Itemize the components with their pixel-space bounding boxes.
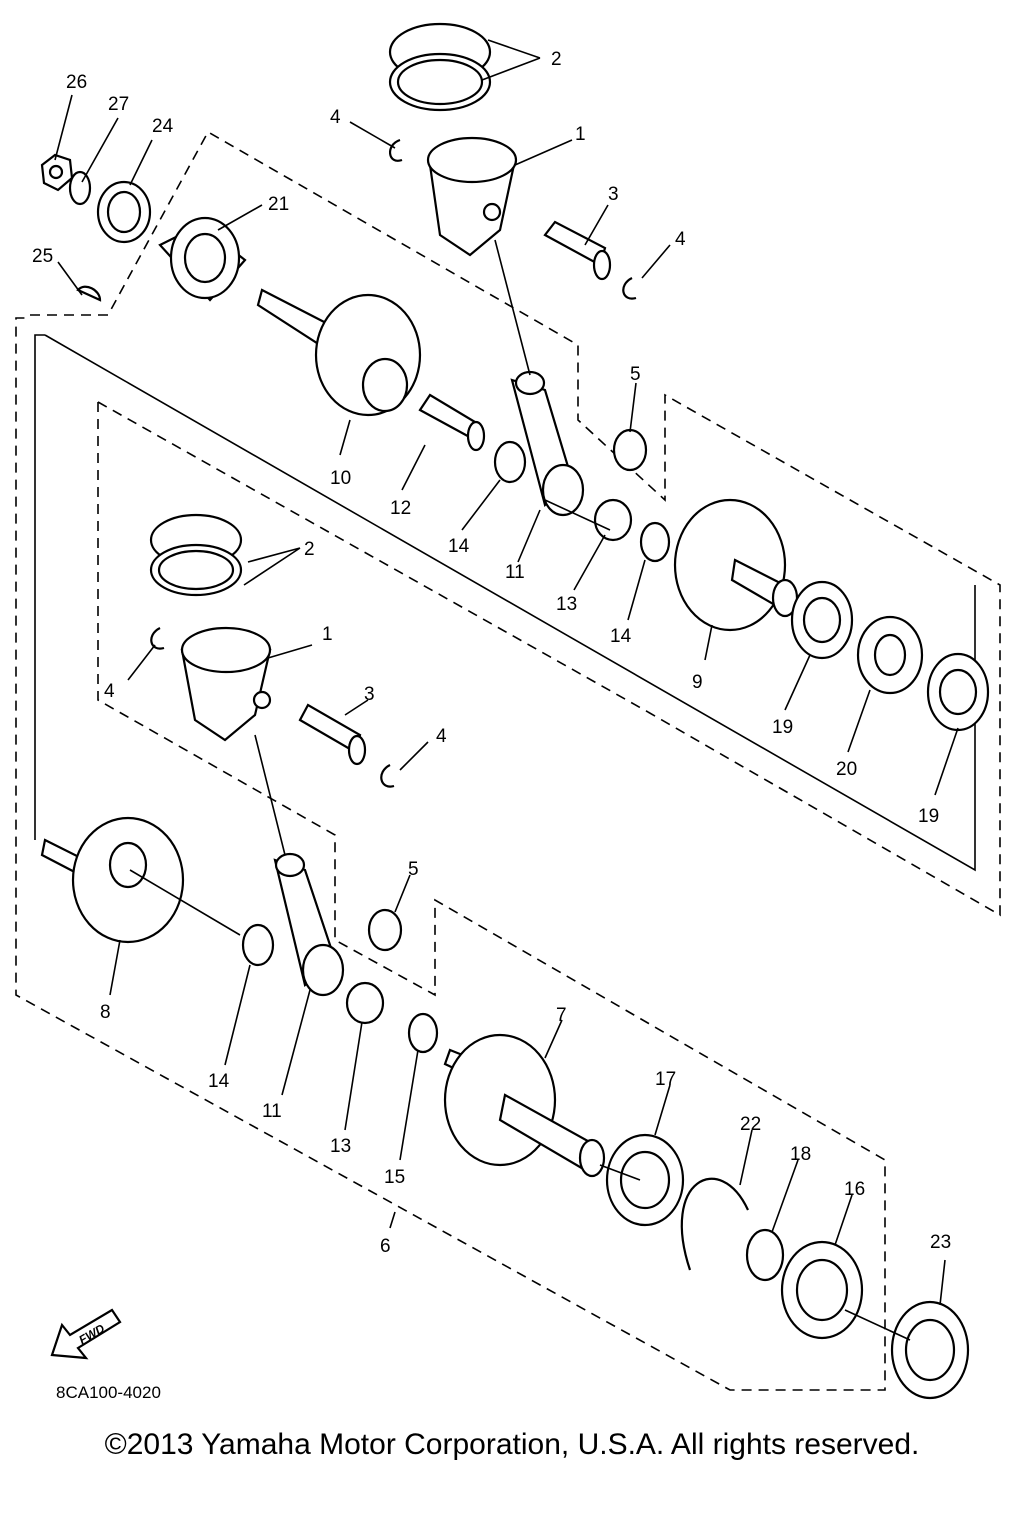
drawing-code: 8CA100-4020 <box>56 1383 161 1402</box>
callout-19-a: 19 <box>772 717 793 738</box>
big-end-bearing-upper <box>593 498 633 542</box>
callout-8: 8 <box>100 1002 111 1023</box>
callout-3-upper: 3 <box>608 184 619 205</box>
callout-16: 16 <box>844 1179 865 1200</box>
bearing-right-a <box>790 580 854 660</box>
lower-circlip-left <box>150 627 165 650</box>
upper-piston <box>426 136 518 257</box>
callout-1-lower: 1 <box>322 624 333 645</box>
bearing-upper-left <box>158 216 247 302</box>
callout-14-upper-b: 14 <box>610 626 632 647</box>
lock-washer <box>68 170 92 206</box>
callout-26: 26 <box>66 72 87 93</box>
callout-14-upper-a: 14 <box>448 536 470 557</box>
lower-piston-assembly-outline <box>15 317 886 1391</box>
callout-27: 27 <box>108 94 129 115</box>
callout-9: 9 <box>692 672 703 693</box>
upper-piston-pin <box>543 220 612 281</box>
crank-web-right-upper <box>673 498 799 632</box>
crank-web-left-lower <box>40 816 185 944</box>
thrust-washer-lower <box>241 923 275 967</box>
crank-web-left-upper <box>256 288 422 417</box>
thrust-washer-upper-b <box>639 521 671 563</box>
crank-pin-upper <box>418 393 486 452</box>
lower-piston <box>180 626 272 742</box>
upper-circlip-left <box>389 138 403 162</box>
inner-crank-outline <box>97 401 649 713</box>
small-end-bearing-upper <box>612 428 648 472</box>
callout-5-lower: 5 <box>408 859 419 880</box>
callout-18: 18 <box>790 1144 811 1165</box>
small-end-bearing-lower <box>367 908 403 952</box>
callout-4-upper-left: 4 <box>330 107 341 128</box>
big-end-bearing-lower <box>345 981 385 1025</box>
callout-4-lower-left: 4 <box>104 681 115 702</box>
oil-seal-right <box>890 1300 970 1400</box>
bearing-right-b <box>926 652 990 732</box>
callout-2-lower: 2 <box>304 539 315 560</box>
callout-19-b: 19 <box>918 806 939 827</box>
callout-22: 22 <box>740 1114 761 1135</box>
callout-2-upper: 2 <box>551 49 562 70</box>
bearing-lower-b <box>780 1240 864 1340</box>
thrust-washer-upper-a <box>493 440 527 484</box>
labyrinth-seal <box>856 615 924 695</box>
callout-10: 10 <box>330 468 351 489</box>
crank-web-right-lower <box>443 1033 606 1178</box>
woodruff-key <box>76 285 102 302</box>
callout-17: 17 <box>655 1069 676 1090</box>
callout-3-lower: 3 <box>364 684 375 705</box>
callout-13-upper: 13 <box>556 594 577 615</box>
lower-piston-pin <box>298 703 367 766</box>
assembly-axis-lines <box>129 239 911 1341</box>
callout-1-upper: 1 <box>575 124 586 145</box>
callout-15: 15 <box>384 1167 405 1188</box>
callout-21: 21 <box>268 194 289 215</box>
snap-ring <box>680 1177 749 1271</box>
bearing-lower-a <box>605 1133 685 1227</box>
fwd-direction-arrow: FWD <box>50 1308 122 1360</box>
callout-4-upper-right: 4 <box>675 229 686 250</box>
callout-25: 25 <box>32 246 53 267</box>
crank-nut <box>40 153 74 192</box>
callout-20: 20 <box>836 759 857 780</box>
upper-piston-rings <box>388 22 492 112</box>
callout-13-lower: 13 <box>330 1136 351 1157</box>
connecting-rod-lower <box>273 852 345 997</box>
callout-24: 24 <box>152 116 174 137</box>
copyright-notice: ©2013 Yamaha Motor Corporation, U.S.A. A… <box>104 1428 920 1461</box>
callout-5-upper: 5 <box>630 364 641 385</box>
thrust-washer-lower-b <box>407 1012 439 1054</box>
upper-circlip-right <box>622 277 637 300</box>
shim <box>745 1228 785 1282</box>
callout-7: 7 <box>556 1005 567 1026</box>
callout-12: 12 <box>390 498 411 519</box>
callout-11-upper: 11 <box>505 562 525 583</box>
lower-circlip-right <box>380 764 395 788</box>
callout-4-lower-right: 4 <box>436 726 447 747</box>
lower-piston-rings <box>149 513 243 597</box>
callout-leader-lines <box>54 39 959 1306</box>
callout-23: 23 <box>930 1232 951 1253</box>
callout-6: 6 <box>380 1236 391 1257</box>
oil-seal-left <box>96 180 152 244</box>
callout-14-lower: 14 <box>208 1071 230 1092</box>
callout-11-lower: 11 <box>262 1101 282 1122</box>
connecting-rod-upper <box>510 370 585 517</box>
